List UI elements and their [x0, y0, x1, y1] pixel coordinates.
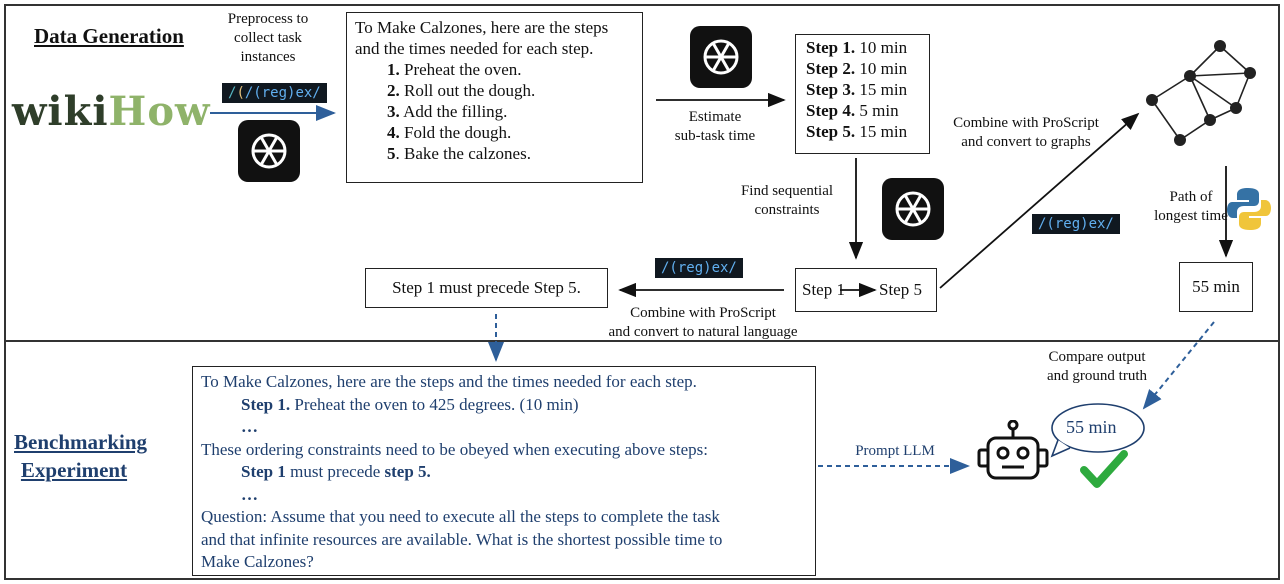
- regex-icon: /(reg)ex/: [655, 258, 743, 278]
- step-times-box: Step 1. 10 min Step 2. 10 min Step 3. 15…: [795, 34, 930, 154]
- checkmark-icon: [1080, 450, 1128, 488]
- result-box: 55 min: [1179, 262, 1253, 312]
- combine-graph-label: Combine with ProScript and convert to gr…: [953, 115, 1099, 150]
- estimate-label: Estimate sub-task time: [674, 109, 756, 144]
- find-constraints-label: Find sequential constraints: [740, 183, 834, 218]
- step-time: Step 3. 15 min: [806, 80, 908, 99]
- recipe-step: 3. Add the filling.: [387, 102, 508, 121]
- speech-bubble: [1050, 403, 1145, 458]
- prompt-box: To Make Calzones, here are the steps and…: [192, 366, 816, 576]
- bubble-text: 55 min: [1066, 417, 1117, 437]
- recipe-step: 2. Roll out the dough.: [387, 81, 536, 100]
- compare-label: Compare output and ground truth: [1047, 349, 1147, 384]
- data-generation-title: Data Generation: [34, 24, 184, 48]
- step-time: Step 4. 5 min: [806, 101, 899, 120]
- combine-nl-label: Combine with ProScript and convert to na…: [608, 305, 798, 340]
- regex-icon: /(reg)ex/: [1032, 214, 1120, 234]
- recipe-step: 1. Preheat the oven.: [387, 60, 522, 79]
- preprocess-label: Preprocess to collect task instances: [227, 11, 309, 65]
- robot-icon: [977, 420, 1049, 480]
- wikihow-logo: wikiHow: [12, 88, 211, 135]
- prompt-llm-label: Prompt LLM: [855, 443, 935, 459]
- graph-icon: [1146, 40, 1256, 146]
- benchmark-panel: [4, 340, 1280, 580]
- path-label: Path of longest time: [1154, 189, 1228, 224]
- step-time: Step 2. 10 min: [806, 59, 908, 78]
- nl-constraint-box: Step 1 must precede Step 5.: [365, 268, 608, 308]
- recipe-step: 4. Fold the dough.: [387, 123, 512, 142]
- recipe-box: To Make Calzones, here are the steps and…: [346, 12, 643, 183]
- python-icon: [1227, 188, 1271, 230]
- step-time: Step 1. 10 min: [806, 38, 908, 57]
- recipe-step: 5. Bake the calzones.: [387, 144, 531, 163]
- step-time: Step 5. 15 min: [806, 122, 908, 141]
- regex-icon: /(/(reg)ex/: [222, 83, 327, 103]
